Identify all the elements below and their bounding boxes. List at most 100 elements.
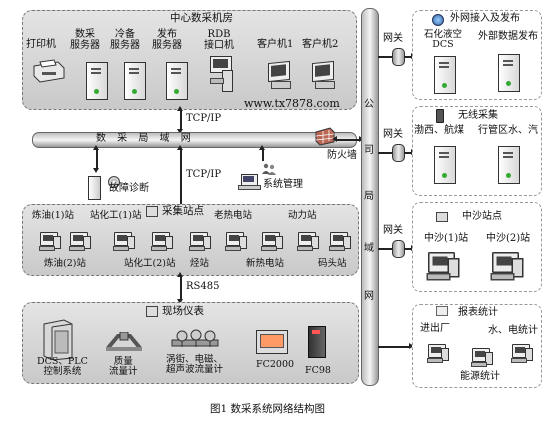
rdb-interface-icon <box>210 56 240 92</box>
figure-caption: 图1 数采系统网络结构图 <box>210 403 326 415</box>
right-item-bohai: 渤西、航煤 <box>414 125 464 136</box>
collection-station-label: 站化工(1)站 <box>90 210 142 221</box>
link-vbus-to-gateway <box>378 152 394 154</box>
right-panel <box>412 106 542 196</box>
collection-pc-icon <box>261 232 284 252</box>
device-label-cold-server: 冷备 服务器 <box>110 29 140 51</box>
client2-icon <box>312 60 338 92</box>
right-item-admin: 行管区水、汽 <box>478 125 538 136</box>
company-lan-char-2: 司 <box>364 145 374 156</box>
collection-station-label: 新热电站 <box>246 258 285 269</box>
right-item-water-power: 水、电统计 <box>488 325 538 336</box>
right-item-zs2: 中沙(2)站 <box>486 233 531 244</box>
printer-icon <box>30 58 65 83</box>
device-label-printer: 打印机 <box>26 39 56 50</box>
collection-pc-icon <box>151 232 174 252</box>
company-lan-char-3: 局 <box>364 191 374 202</box>
field-label-mass: 质量 流量计 <box>109 356 138 378</box>
collect-server-icon <box>86 62 108 100</box>
gateway-label: 网关 <box>383 33 403 44</box>
dcs-cabinet-icon <box>42 318 73 361</box>
dcs-server-icon <box>434 56 456 94</box>
company-lan-char-1: 公 <box>364 99 374 110</box>
collection-title-icon <box>146 206 158 217</box>
link-firewall-to-vbus <box>332 136 364 142</box>
mass-flowmeter-icon <box>106 331 142 356</box>
company-lan-bus <box>361 8 379 386</box>
tcpip-mid-label: TCP/IP <box>186 169 222 180</box>
rs485-label: RS485 <box>186 281 220 292</box>
publish-server-icon <box>166 62 188 100</box>
sysmgmt-label: 系统管理 <box>263 179 303 190</box>
report-pc-icon <box>427 344 450 364</box>
mobile-phone-icon <box>436 109 444 123</box>
wireless-server-icon-1 <box>434 146 456 184</box>
device-label-client1: 客户机1 <box>257 39 294 50</box>
field-title-icon <box>146 306 158 317</box>
link-bus-to-diag <box>93 145 99 173</box>
link-bus-to-collect <box>177 145 183 209</box>
company-lan-char-4: 域 <box>364 243 374 254</box>
collection-station-label: 烃站 <box>190 258 210 269</box>
device-label-rdb: RDB 接口机 <box>204 29 234 51</box>
firewall-label: 防火墙 <box>327 150 357 161</box>
collection-pc-icon <box>189 232 212 252</box>
fc2000-icon <box>256 330 288 354</box>
company-lan-char-5: 网 <box>364 291 374 302</box>
diagnosis-cd-icon <box>108 176 120 188</box>
wireless-server-icon-2 <box>498 146 520 184</box>
central-room-title: 中心数采机房 <box>170 12 233 24</box>
link-gateway-to-panel <box>404 149 416 155</box>
link-vbus-to-gateway <box>378 248 394 250</box>
lan-bus-label: 数 采 局 域 网 <box>96 133 195 144</box>
right-panel-title: 中沙站点 <box>462 211 502 222</box>
watermark: www.tx7878.com <box>244 97 340 110</box>
sysmgmt-laptop-icon <box>238 174 261 190</box>
globe-icon <box>432 14 444 26</box>
firewall-icon <box>314 126 336 146</box>
field-title: 现场仪表 <box>162 305 204 317</box>
device-label-client2: 客户机2 <box>302 39 339 50</box>
link-room-to-bus <box>177 106 183 134</box>
collection-station-label: 站化工(2)站 <box>124 258 176 269</box>
zhongsha-pc-icon <box>426 252 473 294</box>
link-vbus-to-report <box>378 343 414 349</box>
collection-pc-icon <box>225 232 248 252</box>
collection-pc-icon <box>39 232 62 252</box>
zhongsha-pc-icon <box>490 252 537 294</box>
client1-icon <box>268 60 294 92</box>
right-item-inout: 进出厂 <box>420 323 450 334</box>
collection-station-label: 老热电站 <box>214 210 253 221</box>
device-label-collect-server: 数采 服务器 <box>70 29 100 51</box>
report-title-icon <box>436 306 448 316</box>
sysmgmt-people-icon <box>262 160 276 175</box>
link-collect-to-field <box>177 272 183 304</box>
report-pc-icon <box>471 348 494 368</box>
field-label-fc2000: FC2000 <box>256 359 295 370</box>
collection-pc-icon <box>297 232 320 252</box>
right-item-zs1: 中沙(1)站 <box>424 233 469 244</box>
fc98-icon <box>308 326 326 358</box>
right-item-energy: 能源统计 <box>460 371 500 382</box>
zhongsha-title-icon <box>436 212 448 222</box>
right-item-dcs: 石化液空 DCS <box>424 29 463 51</box>
right-panel-title: 报表统计 <box>458 307 498 318</box>
collection-station-label: 炼油(2)站 <box>44 258 86 269</box>
gateway-label: 网关 <box>383 129 403 140</box>
collection-station-label: 码头站 <box>318 258 347 269</box>
collection-pc-icon <box>329 232 352 252</box>
cold-standby-server-icon <box>124 62 146 100</box>
device-label-publish-server: 发布 服务器 <box>152 29 182 51</box>
collection-station-label: 动力站 <box>288 210 317 221</box>
publish-server-icon <box>498 54 520 92</box>
report-pc-icon <box>511 344 534 364</box>
field-label-vortex: 涡街、电磁、 超声波流量计 <box>166 354 224 376</box>
collection-pc-icon <box>69 232 92 252</box>
vortex-flowmeter-icon <box>170 326 220 356</box>
link-gateway-to-panel <box>404 245 416 251</box>
field-label-fc98: FC98 <box>305 365 331 376</box>
right-panel-title: 外网接入及发布 <box>450 13 520 24</box>
gateway-label: 网关 <box>383 225 403 236</box>
collection-title: 采集站点 <box>162 205 204 217</box>
link-bus-to-sysmgmt <box>259 145 265 161</box>
